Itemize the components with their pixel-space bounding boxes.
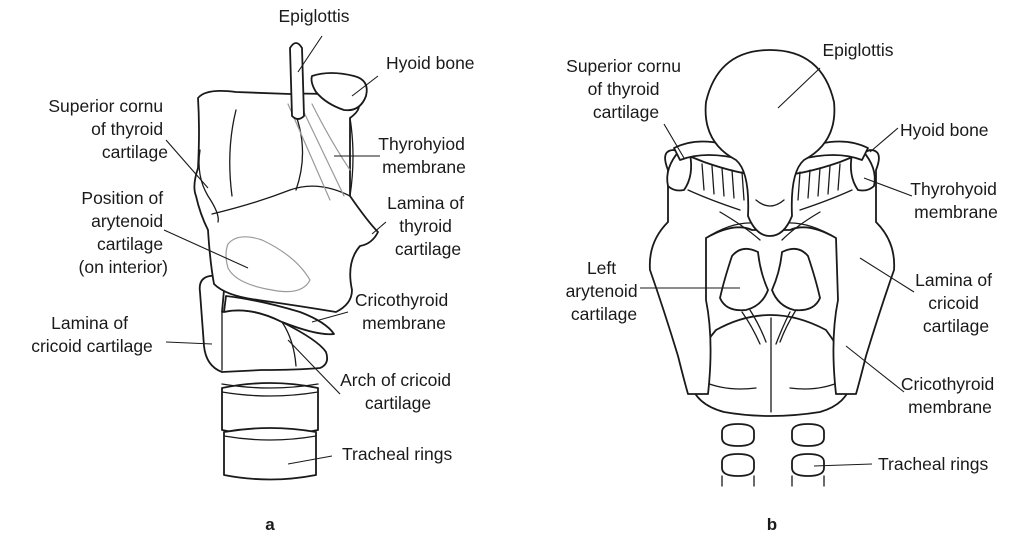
panel-b-drawing [650,50,894,486]
panel-a-epiglottis [290,43,304,119]
panel-b-caption: b [767,515,777,534]
panel-b-tracheal-rings [722,424,824,486]
panel-b-label-superior-cornu: Superior cornu of thyroid cartilage [566,56,686,122]
panel-b-label-thyrohyoid-membrane: Thyrohyoid membrane [910,179,1001,222]
panel-a-label-lamina-thyroid: Lamina of thyroid cartilage [387,193,469,259]
panel-b-label-cricothyroid-membrane: Cricothyroid membrane [901,374,999,417]
panel-b-label-tracheal-rings: Tracheal rings [878,454,988,474]
panel-a-thyroid-cartilage [194,91,378,312]
panel-b-label-lamina-cricoid: Lamina of cricoid cartilage [915,270,997,336]
panel-b-arytenoid-left [720,249,768,310]
panel-a-label-superior-cornu: Superior cornu of thyroid cartilage [48,96,168,162]
panel-b-label-epiglottis: Epiglottis [822,40,893,60]
panel-a-label-epiglottis: Epiglottis [278,6,349,26]
panel-a-drawing [194,43,378,480]
panel-a-label-cricothyroid-membrane: Cricothyroid membrane [355,290,453,333]
panel-a-label-tracheal-rings: Tracheal rings [342,444,452,464]
panel-a-label-lamina-cricoid: Lamina of cricoid cartilage [31,313,153,356]
panel-a-label-hyoid-bone: Hyoid bone [386,53,475,73]
panel-b-arytenoid-right [772,249,820,310]
panel-b-label-hyoid-bone: Hyoid bone [900,120,989,140]
panel-a-label-arytenoid-position: Position of arytenoid cartilage (on inte… [79,188,168,277]
panel-b-label-left-arytenoid: Left arytenoid cartilage [566,258,643,324]
panel-a-label-arch-cricoid: Arch of cricoid cartilage [340,370,456,413]
panel-a-tracheal-rings [222,383,318,480]
panel-a-label-thyrohyoid-membrane: Thyrohyiod membrane [378,134,469,177]
panel-a-caption: a [265,515,275,534]
